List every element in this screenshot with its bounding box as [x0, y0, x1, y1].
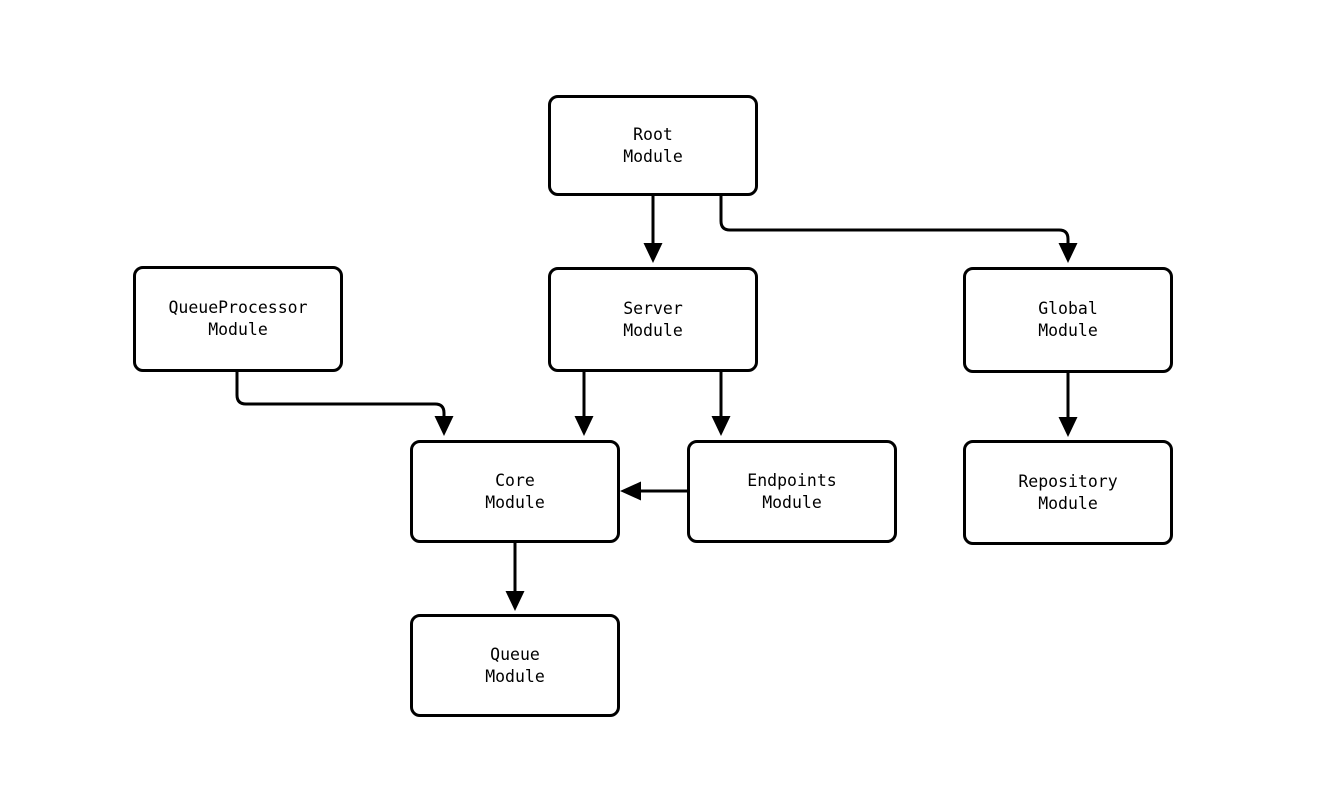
- node-repository-module-label: Repository Module: [1018, 471, 1118, 513]
- node-global-module[interactable]: Global Module: [963, 267, 1173, 373]
- node-root-module-label: Root Module: [623, 124, 683, 166]
- edge-core-to-queue: [505, 543, 525, 611]
- node-queueprocessor-module-label: QueueProcessor Module: [168, 298, 308, 339]
- node-queue-module-label: Queue Module: [485, 644, 545, 686]
- node-global-module-label: Global Module: [1038, 299, 1098, 340]
- node-core-module-label: Core Module: [485, 470, 545, 512]
- node-queue-module[interactable]: Queue Module: [410, 614, 620, 717]
- edge-root-to-server: [643, 196, 663, 263]
- edge-endpoints-to-core: [620, 481, 687, 501]
- node-repository-module[interactable]: Repository Module: [963, 440, 1173, 545]
- node-server-module[interactable]: Server Module: [548, 267, 758, 372]
- edge-queueprocessor-to-core: [235, 372, 454, 436]
- node-endpoints-module-label: Endpoints Module: [747, 470, 837, 512]
- node-root-module[interactable]: Root Module: [548, 95, 758, 196]
- node-endpoints-module[interactable]: Endpoints Module: [687, 440, 897, 543]
- edge-server-to-endpoints: [711, 372, 731, 436]
- edge-root-to-global: [719, 196, 1078, 263]
- node-core-module[interactable]: Core Module: [410, 440, 620, 543]
- node-server-module-label: Server Module: [623, 298, 683, 340]
- edge-server-to-core: [574, 372, 594, 436]
- edge-global-to-repository: [1058, 373, 1078, 437]
- node-queueprocessor-module[interactable]: QueueProcessor Module: [133, 266, 343, 372]
